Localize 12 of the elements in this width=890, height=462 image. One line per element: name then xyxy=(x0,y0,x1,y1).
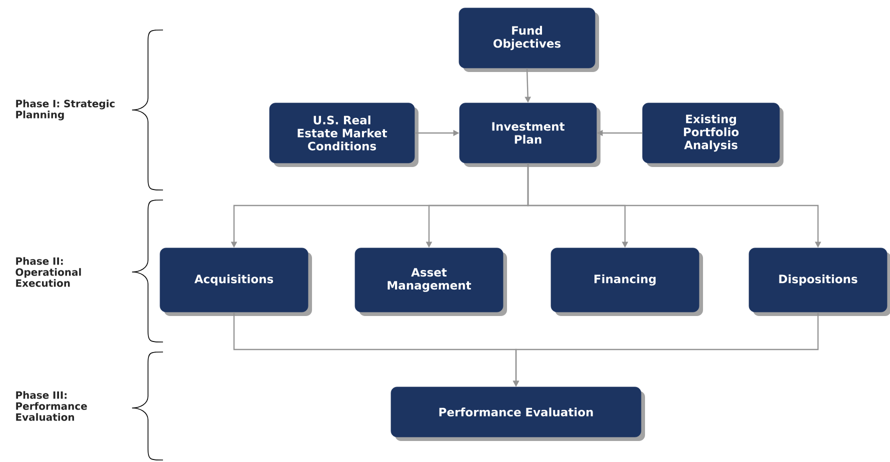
process-box: Financing xyxy=(550,248,703,316)
process-box: Fund Objectives xyxy=(458,8,599,72)
process-box: Asset Management xyxy=(354,248,507,316)
process-box: Existing Portfolio Analysis xyxy=(642,102,784,167)
phase-label: Phase III: Performance Evaluation xyxy=(16,391,87,421)
process-box: Acquisitions xyxy=(160,248,312,316)
process-box: Dispositions xyxy=(748,248,890,316)
process-box: Investment Plan xyxy=(459,102,600,167)
phase-label: Phase II: Operational Execution xyxy=(16,257,81,287)
phase-label: Phase I: Strategic Planning xyxy=(16,100,115,120)
process-box: Performance Evaluation xyxy=(390,386,645,441)
process-box: U.S. Real Estate Market Conditions xyxy=(269,102,418,167)
